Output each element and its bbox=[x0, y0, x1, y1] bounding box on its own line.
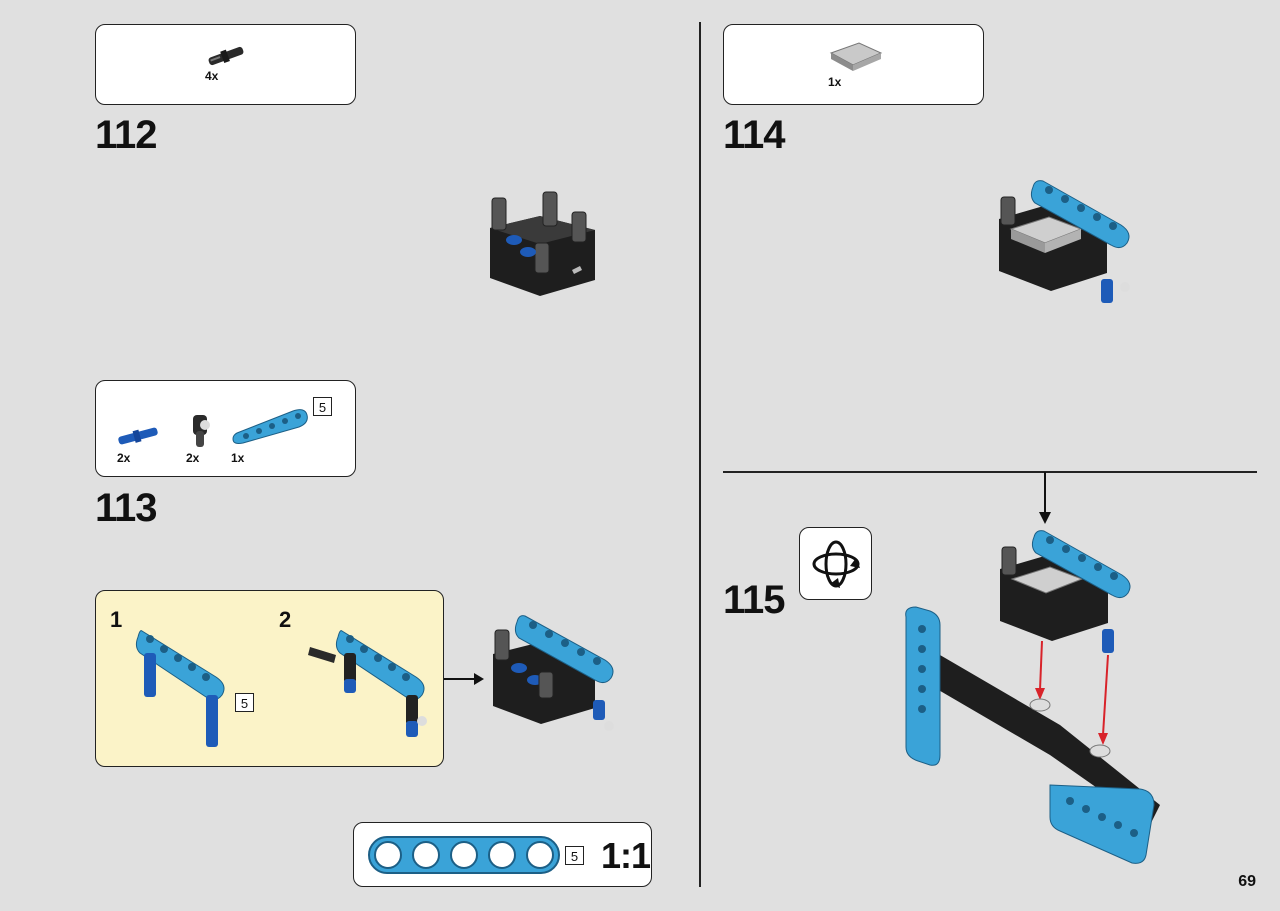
black-pin-connector-icon bbox=[193, 415, 210, 447]
placement-arrow bbox=[1039, 472, 1051, 524]
part-qty: 4x bbox=[205, 69, 219, 83]
assembly-illustration-115 bbox=[905, 530, 1160, 864]
scale-label: 1:1 bbox=[601, 835, 651, 876]
subassembly-callout: 1 5 2 bbox=[95, 590, 444, 767]
part-qty: 1x bbox=[828, 75, 842, 89]
scale-reference-box: 5 1:1 bbox=[353, 822, 652, 887]
step-number: 112 bbox=[95, 113, 158, 157]
part-length-box: 5 bbox=[313, 397, 332, 416]
placement-arrow bbox=[444, 673, 484, 685]
beam-with-pins-illustration bbox=[135, 630, 225, 747]
step-number: 115 bbox=[723, 578, 786, 622]
beam-with-connectors-illustration bbox=[308, 630, 427, 737]
rotate-model-callout bbox=[799, 527, 872, 600]
step-number: 114 bbox=[723, 113, 786, 157]
blue-axle-pin-icon bbox=[118, 427, 158, 445]
beam-1-1-scale-icon bbox=[368, 836, 560, 874]
part-length-box: 5 bbox=[235, 693, 254, 712]
substep-number: 1 bbox=[110, 607, 123, 632]
black-friction-pin-icon bbox=[208, 46, 244, 66]
assembly-illustration-113 bbox=[493, 615, 614, 731]
page-divider-horizontal bbox=[723, 471, 1257, 473]
gray-tile-icon bbox=[829, 42, 883, 71]
parts-list-step-113: 2x 2x 1x 5 bbox=[95, 380, 356, 477]
part-qty: 1x bbox=[231, 451, 245, 465]
rotate-model-icon bbox=[812, 540, 860, 588]
substep-number: 2 bbox=[279, 607, 292, 632]
assembly-illustration-114 bbox=[999, 180, 1130, 303]
step-number: 113 bbox=[95, 486, 158, 530]
parts-list-step-114: 1x bbox=[723, 24, 984, 105]
part-qty: 2x bbox=[117, 451, 131, 465]
page-number: 69 bbox=[1238, 873, 1256, 890]
part-length-box: 5 bbox=[565, 846, 584, 865]
page-divider-vertical bbox=[699, 22, 701, 887]
assembly-illustration-112 bbox=[490, 191, 595, 296]
parts-list-step-112: 4x bbox=[95, 24, 356, 105]
blue-beam-5-icon bbox=[232, 409, 308, 444]
part-qty: 2x bbox=[186, 451, 200, 465]
